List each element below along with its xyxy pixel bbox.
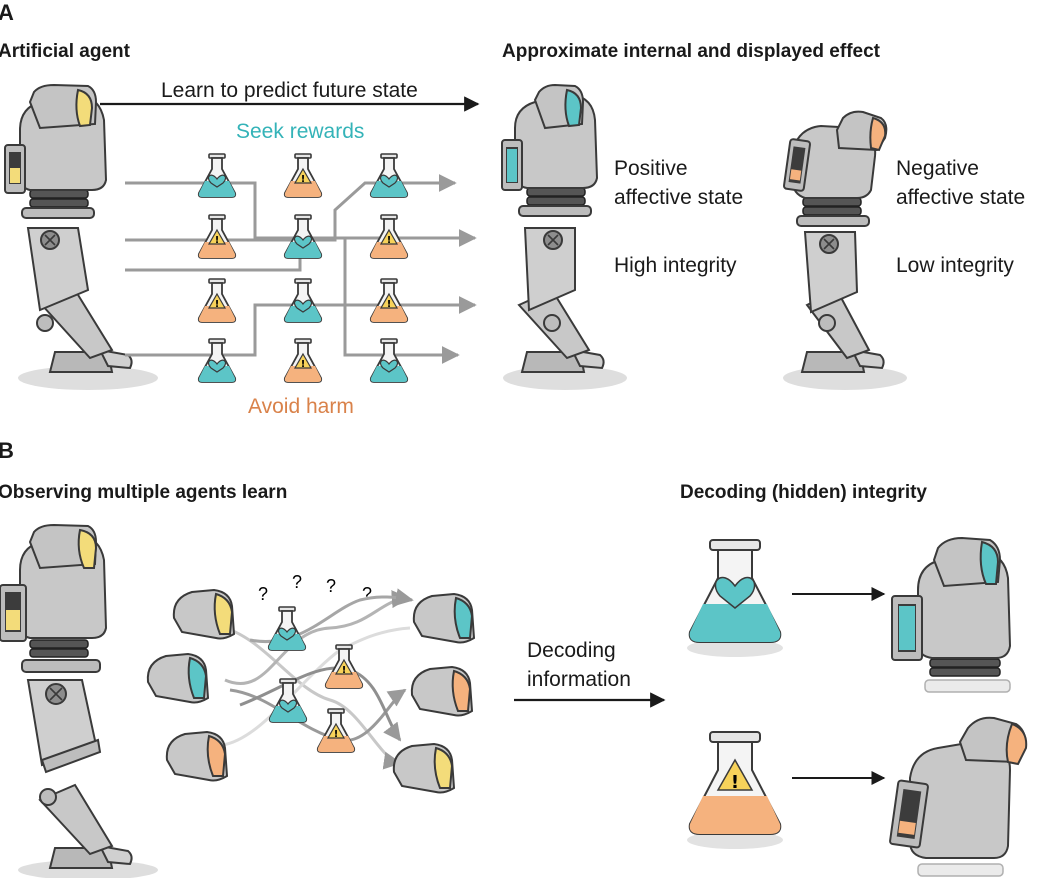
flask-reward (369, 338, 409, 383)
svg-text:!: ! (215, 299, 220, 310)
label-negative: Negative (896, 157, 979, 180)
head-teal-left (146, 652, 210, 704)
flask-reward (197, 338, 237, 383)
flask-small-reward (267, 606, 307, 651)
svg-text:!: ! (301, 359, 306, 370)
svg-text:!: ! (215, 235, 220, 246)
svg-text:!: ! (342, 665, 347, 676)
large-flask-reward (687, 539, 783, 657)
robot-agent-yellow (4, 83, 158, 390)
flask-reward (283, 278, 323, 323)
svg-text:!: ! (387, 235, 392, 246)
flask-reward (283, 214, 323, 259)
large-flask-harm: ! (687, 731, 783, 849)
head-orange-right (410, 665, 474, 717)
label-negative-affective: affective state (896, 186, 1026, 209)
question-mark: ? (292, 572, 302, 592)
label-decoding: Decoding (527, 639, 616, 662)
panel-letter-a: A (0, 0, 14, 25)
flow-lines-a (125, 174, 477, 364)
flask-harm: ! (197, 214, 237, 259)
flask-reward (197, 153, 237, 198)
label-information: information (527, 668, 631, 691)
svg-text:!: ! (334, 729, 339, 740)
robot-torso-orange (889, 716, 1028, 877)
robot-negative-orange (783, 110, 907, 390)
head-teal-right (412, 592, 476, 644)
label-positive: Positive (614, 157, 688, 180)
robot-observer-yellow (0, 523, 158, 878)
flask-small-harm: ! (324, 644, 364, 689)
label-high-integrity: High integrity (614, 254, 737, 277)
title-observing-agents: Observing multiple agents learn (0, 482, 288, 503)
question-mark: ? (258, 584, 268, 604)
label-predict-future: Learn to predict future state (161, 79, 418, 102)
question-mark: ? (362, 584, 372, 604)
svg-text:!: ! (301, 174, 306, 185)
flask-harm: ! (283, 153, 323, 198)
flask-harm: ! (197, 278, 237, 323)
title-approximate-effect: Approximate internal and displayed effec… (502, 41, 880, 62)
flask-grid-a: ! ! ! ! (197, 153, 409, 383)
svg-text:!: ! (731, 772, 739, 793)
label-low-integrity: Low integrity (896, 254, 1014, 277)
title-artificial-agent: Artificial agent (0, 41, 130, 62)
head-yellow-left (172, 588, 236, 640)
title-decoding-integrity: Decoding (hidden) integrity (680, 482, 927, 503)
panel-letter-b: B (0, 438, 14, 463)
learning-curves-b (221, 588, 414, 770)
head-orange-left (165, 730, 229, 782)
flask-harm: ! (369, 214, 409, 259)
flask-small-harm: ! (316, 708, 356, 753)
flask-reward (369, 153, 409, 198)
question-mark: ? (326, 576, 336, 596)
label-seek-rewards: Seek rewards (236, 120, 365, 143)
svg-text:!: ! (387, 299, 392, 310)
robot-positive-teal (501, 83, 627, 390)
flask-harm: ! (369, 278, 409, 323)
head-yellow-right (392, 742, 456, 794)
flask-small-reward (268, 678, 308, 723)
flask-harm: ! (283, 338, 323, 383)
label-avoid-harm: Avoid harm (248, 395, 354, 418)
robot-torso-teal (891, 536, 1012, 693)
label-positive-affective: affective state (614, 186, 744, 209)
